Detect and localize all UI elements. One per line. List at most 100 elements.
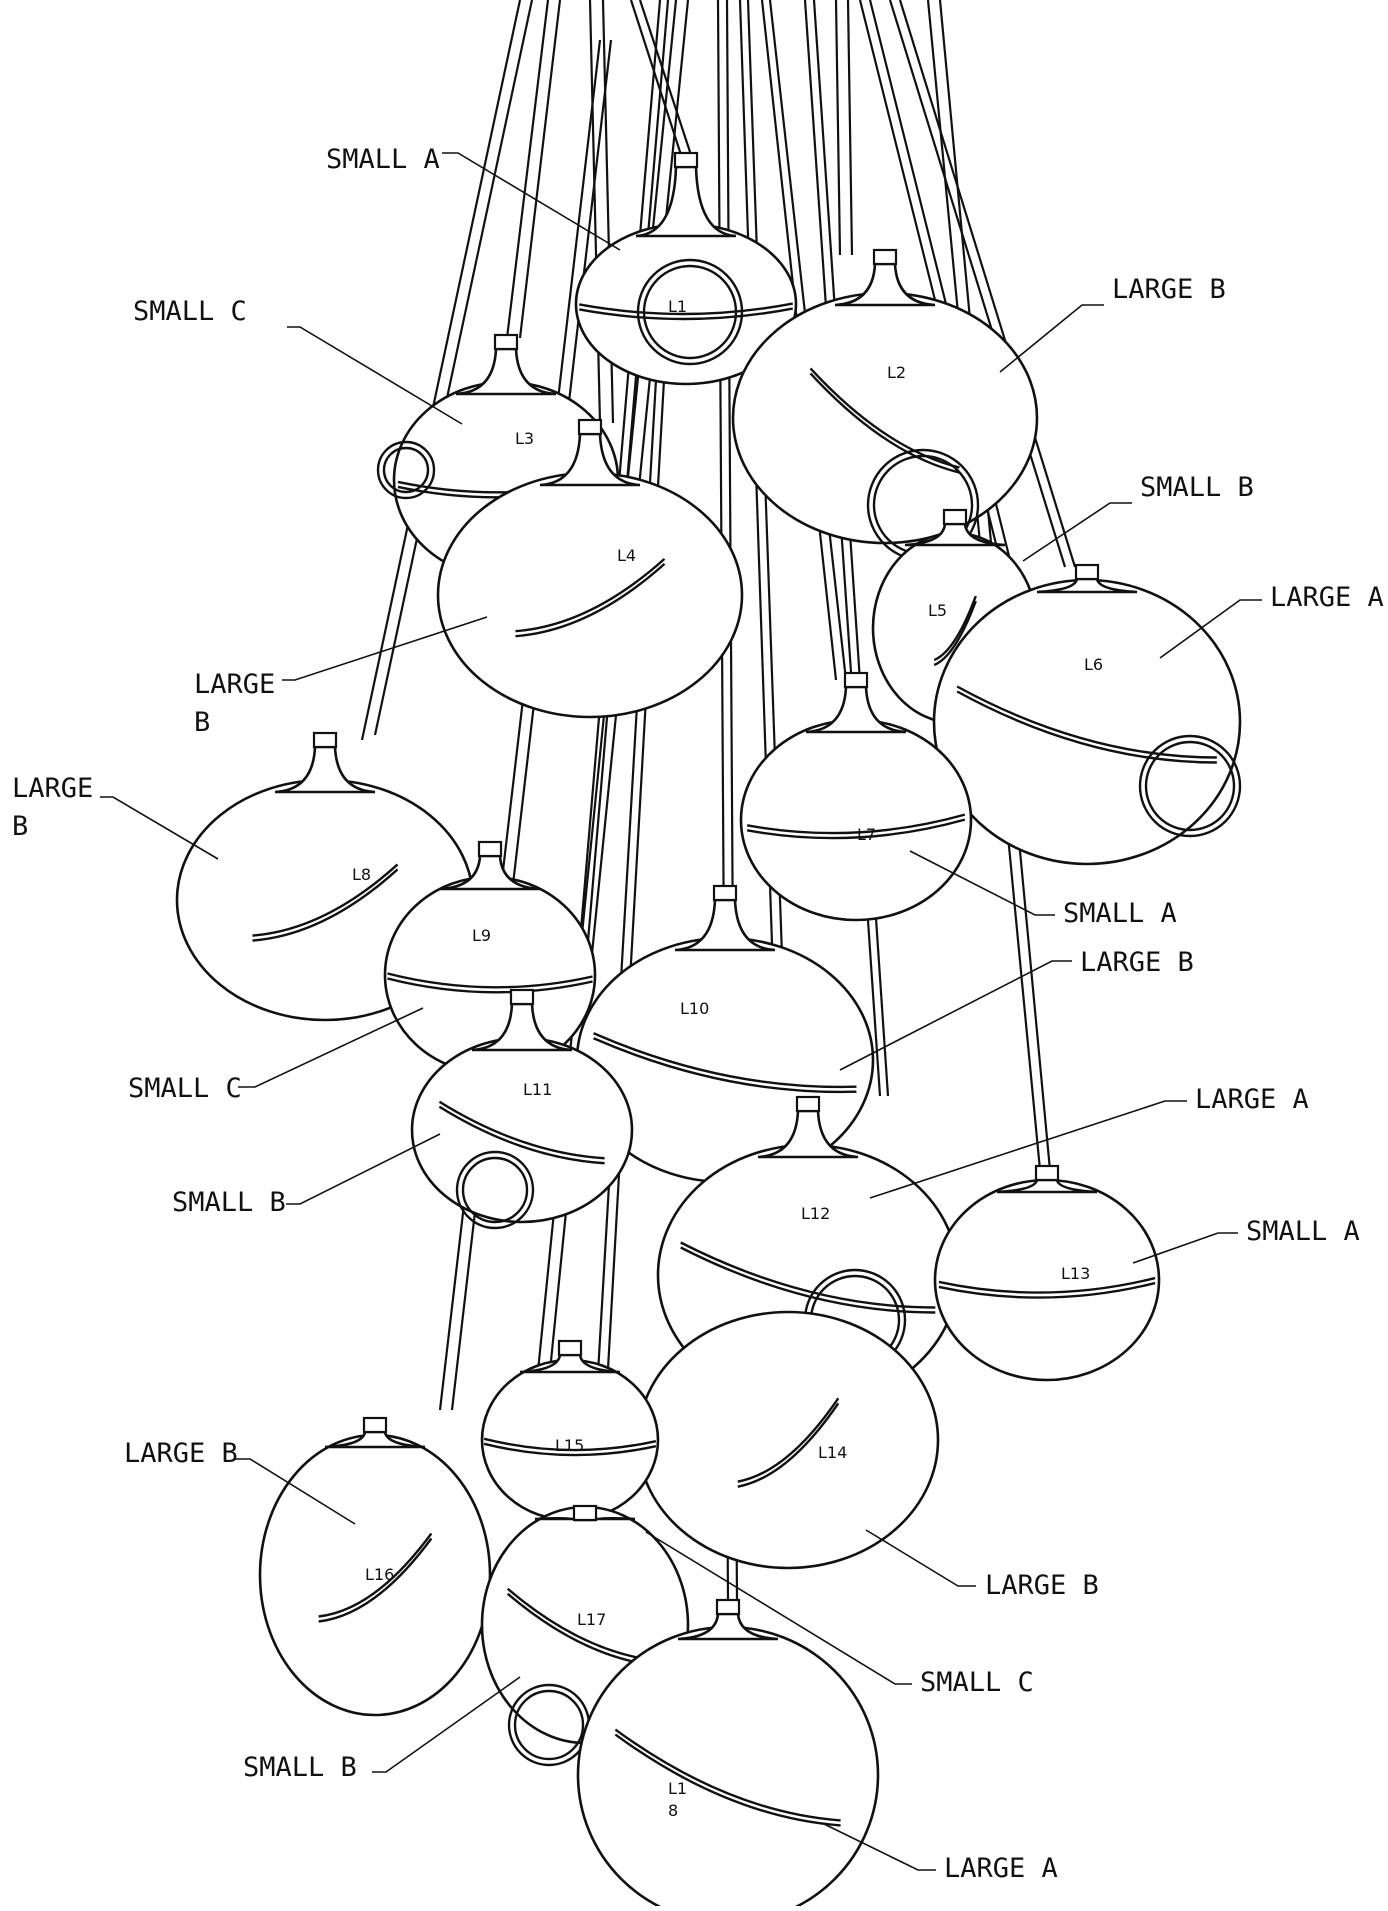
leader-line [869, 1100, 1187, 1199]
pendant-lamp: L7 [739, 671, 973, 922]
leader-line [1022, 502, 1132, 562]
lamp-neck [539, 432, 641, 487]
callout-label: LARGE A [1270, 582, 1384, 613]
suspension-wire [373, 0, 534, 736]
lamp-id: L7 [857, 825, 876, 844]
lamp-band-inner [318, 1537, 433, 1623]
callout-label: SMALL A [1246, 1216, 1360, 1247]
lamp-band-inner [579, 307, 793, 321]
suspension-wire [523, 0, 678, 1501]
lamp-band [438, 1100, 605, 1160]
lamp-id: L15 [555, 1436, 584, 1455]
leader-line [372, 1676, 521, 1773]
lamp-id-line: 8 [668, 1801, 678, 1820]
leader-line [282, 616, 488, 681]
lamp-band [938, 1276, 1156, 1294]
lamp-neck [757, 1109, 859, 1159]
suspension-wire [360, 0, 522, 741]
lamp-id: L8 [352, 865, 371, 884]
lamp-opening [376, 440, 436, 500]
lamp-band [515, 557, 666, 633]
lamp-cap [577, 418, 603, 436]
lamp-neck [996, 1178, 1098, 1194]
lamp-neck [635, 165, 737, 238]
lamp-band [483, 1437, 657, 1452]
lamp-band-inner [737, 1402, 840, 1488]
callout-label: SMALL A [326, 144, 440, 175]
suspension-wire [638, 0, 694, 159]
lamp-band-inner [515, 562, 666, 638]
lamp-cap [872, 248, 898, 266]
lamp-id: L14 [818, 1443, 847, 1462]
lamp-id: L16 [365, 1565, 394, 1584]
lamp-shade [436, 471, 744, 719]
callout-label: LARGE B [1080, 947, 1194, 978]
lamp-neck [1036, 577, 1138, 594]
pendant-lamps: L1L2L3L4L5L6L7L8L9L10L11L12L13L14L15L16L… [175, 151, 1242, 1911]
lamp-id: L13 [1061, 1264, 1090, 1283]
lamp-shade [933, 1178, 1161, 1382]
lamp-band [387, 972, 593, 989]
lamp-neck [471, 1002, 573, 1052]
lamp-id: L2 [887, 363, 906, 382]
lamp-shade [576, 1625, 880, 1911]
lamp-band [579, 302, 793, 316]
lamp-opening [636, 258, 744, 366]
lamp-neck [439, 854, 541, 891]
lamp-band-inner [956, 690, 1217, 764]
callout-label-line: B [12, 811, 28, 842]
suspension-wire [518, 0, 562, 339]
lamp-opening-inner [1144, 740, 1236, 832]
pendant-lamp: L4 [436, 418, 744, 719]
lamp-band [252, 863, 399, 937]
lamp-band [614, 1728, 841, 1822]
lamp-cap [493, 333, 519, 351]
lamp-id: L6 [1084, 655, 1103, 674]
leader-line [286, 1133, 441, 1205]
callout-label: SMALL B [1140, 472, 1254, 503]
suspension-wire [846, 0, 854, 256]
lamp-band [956, 685, 1217, 759]
callout-label: SMALL B [243, 1752, 357, 1783]
lamp-cap [942, 508, 968, 526]
lamp-opening [455, 1150, 535, 1230]
callout-label: SMALL B [172, 1187, 286, 1218]
lamp-id-line: L1 [668, 1779, 687, 1798]
lamp-shade [739, 718, 973, 922]
lamp-band-inner [593, 1037, 857, 1094]
lamp-id: L11 [523, 1080, 552, 1099]
lamp-band-inner [483, 1442, 657, 1457]
lamp-id: L12 [801, 1204, 830, 1223]
lamp-opening-inner [513, 1689, 585, 1761]
callout-label: SMALL C [133, 296, 247, 327]
lamp-cap [843, 671, 869, 689]
lamp-cap [572, 1504, 598, 1522]
lamp-id: L4 [617, 546, 636, 565]
lamp-cap [477, 840, 503, 858]
pendant-lamp: L13 [933, 1164, 1161, 1382]
lamp-id: L5 [928, 601, 947, 620]
lamp-cap [1074, 563, 1100, 581]
leader-line [234, 1458, 356, 1525]
callout-label: SMALL C [128, 1073, 242, 1104]
lamp-cap [557, 1339, 583, 1357]
callout-label: LARGE A [1195, 1084, 1309, 1115]
suspension-wire [803, 0, 882, 1097]
leader-line [999, 304, 1104, 373]
lamp-id: L10 [680, 999, 709, 1018]
suspension-wire [898, 0, 1077, 568]
lamp-band-inner [252, 868, 399, 942]
lamp-neck [519, 1353, 621, 1374]
lamp-band-inner [746, 818, 966, 840]
lamp-neck [904, 522, 1006, 547]
lamp-shade [636, 1310, 940, 1570]
suspension-wire [629, 0, 684, 159]
pendant-lamp: L6 [932, 563, 1242, 866]
callout-label-line: LARGE [194, 669, 275, 700]
